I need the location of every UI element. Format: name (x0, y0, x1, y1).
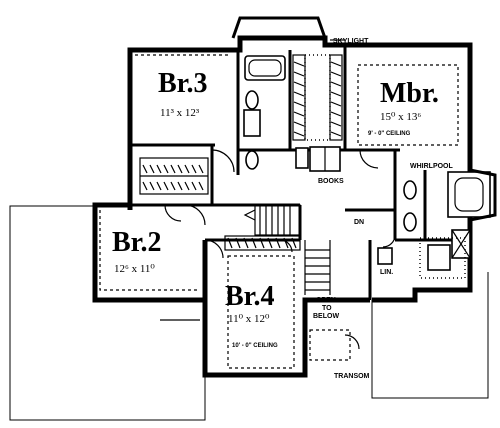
below-label: BELOW (313, 313, 339, 320)
books-shelf (295, 146, 341, 172)
br3-name: Br.3 (158, 68, 208, 99)
lin-label: LIN. (380, 269, 393, 276)
hall-bath (243, 55, 286, 170)
transom-label: TRANSOM (334, 373, 370, 380)
books-label: BOOKS (318, 178, 344, 185)
skylight (304, 39, 345, 141)
closet-br4 (224, 235, 301, 251)
dn-label: DN (354, 219, 364, 226)
mbr-dims: 15⁰ x 13⁶ (380, 111, 421, 123)
bay-window-bath (469, 168, 497, 222)
linen-closet (377, 247, 393, 265)
closet-walkin (292, 54, 343, 141)
whirlpool-label: WHIRLPOOL (410, 163, 453, 170)
master-bath (403, 171, 491, 279)
br4-dims: 11⁰ x 12⁰ (228, 313, 270, 325)
br3-dims: 11³ x 12³ (160, 107, 200, 119)
br2-name: Br.2 (112, 227, 162, 258)
closet-br3-br2 (139, 157, 209, 195)
stairs (243, 204, 331, 295)
open-label: OPEN (316, 297, 336, 304)
mbr-ceiling: 9' - 0" CEILING (368, 131, 411, 137)
br2-dims: 12⁶ x 11⁰ (114, 263, 155, 275)
br4-ceiling: 10' - 0" CEILING (232, 343, 278, 349)
skylight-label: SKYLIGHT (333, 38, 369, 45)
lower-roof-right (371, 272, 489, 399)
mbr-name: Mbr. (380, 78, 439, 109)
to-label: TO (322, 305, 332, 312)
ceiling-dashes (99, 54, 459, 369)
br4-name: Br.4 (225, 281, 275, 312)
transom (160, 319, 351, 361)
lower-roof-left (9, 205, 206, 421)
